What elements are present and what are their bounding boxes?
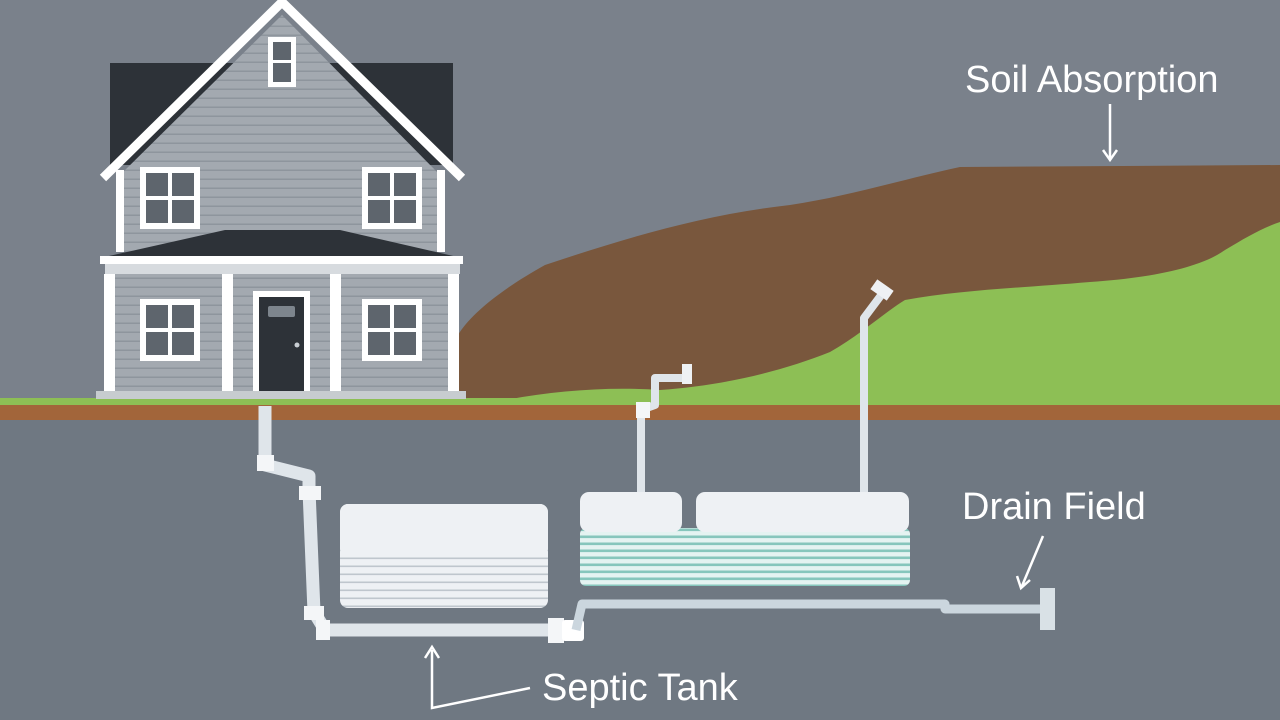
vent-pipe-right (860, 291, 886, 495)
vent-pipe-left (637, 374, 685, 495)
pipe-fitting (299, 486, 321, 500)
vent-cap (870, 279, 894, 301)
outlet-pipe (571, 599, 1045, 632)
porch-column (222, 274, 233, 392)
label-septic-tank: Septic Tank (542, 667, 739, 709)
pipe-fitting (548, 618, 564, 643)
pipe-fitting (257, 455, 274, 471)
arrow-down-icon (1101, 104, 1119, 163)
pipe-fitting (316, 620, 330, 640)
lower-right-window (362, 299, 422, 361)
drain-field-chamber (580, 492, 910, 586)
porch-roof (100, 230, 462, 258)
pipe-fitting (304, 606, 324, 620)
porch-column (104, 274, 115, 392)
front-door (253, 291, 310, 392)
lower-left-window (140, 299, 200, 361)
vent-cap (682, 364, 692, 384)
upper-left-window (140, 167, 200, 229)
porch-column (330, 274, 341, 392)
drain-pipe-end-cap (1040, 588, 1055, 630)
arrow-down-icon (1015, 535, 1045, 591)
label-soil-absorption: Soil Absorption (965, 59, 1219, 101)
porch-column (448, 274, 459, 392)
house-icon (96, 0, 466, 399)
upper-right-window (362, 167, 422, 229)
arrow-up-icon (423, 644, 531, 710)
septic-tank (340, 504, 548, 608)
label-drain-field: Drain Field (962, 486, 1146, 528)
grass-hill (480, 222, 1280, 405)
pipe-fitting (636, 402, 650, 418)
attic-window (268, 37, 296, 87)
